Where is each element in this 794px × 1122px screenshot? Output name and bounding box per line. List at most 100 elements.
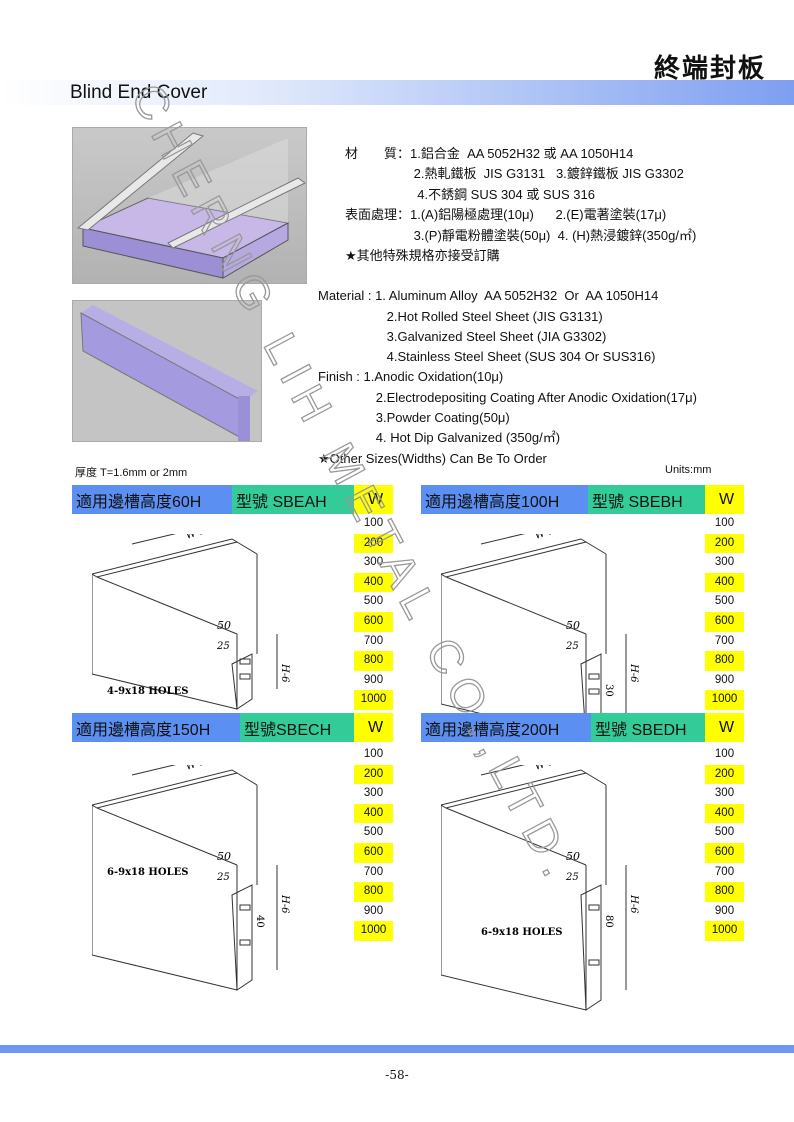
width-value: 700 bbox=[714, 865, 735, 878]
page-title-en: Blind End Cover bbox=[70, 82, 208, 103]
width-list: 100 200 300 400 500 600 700 800 900 1000 bbox=[705, 514, 744, 710]
dim-25: 25 bbox=[565, 872, 579, 883]
w-header: W bbox=[705, 485, 744, 514]
dim-pitch: 30 bbox=[603, 684, 614, 697]
dim-50: 50 bbox=[217, 850, 231, 863]
spec-line: 表面處理：1.(A)鋁陽極處理(10μ) 2.(E)電著塗裝(17μ) bbox=[345, 207, 667, 222]
dim-25: 25 bbox=[216, 641, 230, 652]
model-label: 型號 SBEAH bbox=[232, 485, 354, 514]
width-value: 300 bbox=[363, 787, 384, 800]
width-value: 700 bbox=[363, 865, 384, 878]
section-header: 適用邊槽高度150H 型號SBECH W bbox=[72, 713, 393, 742]
w-header: W bbox=[354, 713, 393, 742]
width-value: 400 bbox=[354, 803, 393, 824]
width-list: 100 200 300 400 500 600 700 800 900 1000 bbox=[354, 745, 393, 941]
w-header: W bbox=[354, 485, 393, 514]
width-value: 500 bbox=[363, 826, 384, 839]
model-label: 型號 SBEBH bbox=[588, 485, 705, 514]
spec-en: Material : 1. Aluminum Alloy AA 5052H32 … bbox=[318, 266, 697, 469]
width-value: 900 bbox=[363, 673, 384, 686]
drawing: W-6 50 25 H-6 40 6-9x18 HOLES bbox=[92, 765, 290, 991]
section-header: 適用邊槽高度100H 型號 SBEBH W bbox=[421, 485, 744, 514]
dim-width: W-6 bbox=[185, 765, 207, 773]
dim-height: H-6 bbox=[628, 894, 639, 914]
holes-label: 6-9x18 HOLES bbox=[481, 927, 562, 938]
product-photo-top bbox=[72, 127, 307, 284]
dim-50: 50 bbox=[566, 850, 580, 863]
spec-line: 4.Stainless Steel Sheet (SUS 304 Or SUS3… bbox=[318, 349, 656, 365]
width-value: 200 bbox=[705, 764, 744, 785]
width-value: 900 bbox=[714, 673, 735, 686]
width-value: 400 bbox=[354, 572, 393, 593]
width-value: 300 bbox=[714, 787, 735, 800]
dim-25: 25 bbox=[565, 641, 579, 652]
width-value: 500 bbox=[714, 826, 735, 839]
width-value: 1000 bbox=[705, 690, 744, 710]
spec-line: 2.熱軋鐵板 JIS G3131 3.鍍鋅鐵板 JIS G3302 bbox=[345, 166, 684, 181]
dim-height: H-6 bbox=[279, 894, 290, 914]
width-value: 700 bbox=[363, 634, 384, 647]
spec-line: 2.Hot Rolled Steel Sheet (JIS G3131) bbox=[318, 308, 603, 324]
width-value: 100 bbox=[714, 748, 735, 760]
width-value: 300 bbox=[363, 556, 384, 569]
width-value: 400 bbox=[705, 803, 744, 824]
width-value: 500 bbox=[363, 595, 384, 608]
width-value: 600 bbox=[705, 611, 744, 632]
dim-50: 50 bbox=[217, 619, 231, 632]
spec-line: 材 質：1.鋁合金 AA 5052H32 或 AA 1050H14 bbox=[345, 145, 634, 161]
width-value: 800 bbox=[354, 882, 393, 902]
dim-pitch: 40 bbox=[254, 915, 265, 928]
groove-height-label: 適用邊槽高度100H bbox=[421, 485, 588, 514]
width-value: 300 bbox=[714, 556, 735, 569]
groove-height-label: 適用邊槽高度200H bbox=[421, 713, 591, 742]
width-value: 800 bbox=[705, 882, 744, 902]
width-value: 600 bbox=[354, 842, 393, 863]
width-value: 500 bbox=[714, 595, 735, 608]
width-value: 200 bbox=[705, 533, 744, 554]
groove-height-label: 適用邊槽高度150H bbox=[72, 713, 240, 742]
dim-height: H-6 bbox=[628, 663, 639, 683]
width-value: 600 bbox=[705, 842, 744, 863]
dim-25: 25 bbox=[216, 872, 230, 883]
width-value: 800 bbox=[354, 651, 393, 671]
width-value: 1000 bbox=[705, 921, 744, 941]
width-value: 800 bbox=[705, 651, 744, 671]
groove-height-label: 適用邊槽高度60H bbox=[72, 485, 232, 514]
page-title-cn: 終端封板 bbox=[653, 53, 766, 83]
spec-line: 4. Hot Dip Galvanized (350g/㎡) bbox=[318, 430, 561, 446]
page-number: -58- bbox=[385, 1068, 409, 1082]
w-header: W bbox=[705, 713, 744, 742]
width-value: 900 bbox=[714, 904, 735, 917]
spec-line: ★Other Sizes(Widths) Can Be To Order bbox=[318, 450, 547, 466]
spec-line: 2.Electrodepositing Coating After Anodic… bbox=[318, 389, 697, 405]
dim-pitch: 80 bbox=[603, 915, 614, 928]
holes-label: 4-9x18 HOLES bbox=[107, 686, 188, 697]
spec-line: 3.Galvanized Steel Sheet (JIA G3302) bbox=[318, 328, 607, 344]
spec-line: Material : 1. Aluminum Alloy AA 5052H32 … bbox=[318, 288, 659, 304]
spec-line: ★其他特殊規格亦接受訂購 bbox=[345, 248, 500, 263]
product-photo-bottom bbox=[72, 300, 262, 442]
width-value: 200 bbox=[354, 764, 393, 785]
width-value: 700 bbox=[714, 634, 735, 647]
spec-line: Finish : 1.Anodic Oxidation(10μ) bbox=[318, 369, 504, 385]
width-value: 900 bbox=[363, 904, 384, 917]
spec-line: 4.不銹鋼 SUS 304 或 SUS 316 bbox=[345, 186, 595, 202]
drawing: W-6 50 25 H-6 80 6-9x18 HOLES bbox=[441, 765, 639, 1011]
width-value: 1000 bbox=[354, 921, 393, 941]
width-value: 100 bbox=[363, 517, 384, 529]
header-bar bbox=[0, 80, 794, 105]
section-header: 適用邊槽高度60H 型號 SBEAH W bbox=[72, 485, 393, 514]
width-value: 100 bbox=[363, 748, 384, 760]
width-value: 200 bbox=[354, 533, 393, 554]
spec-line: 3.Powder Coating(50μ) bbox=[318, 410, 510, 426]
model-label: 型號SBECH bbox=[240, 713, 354, 742]
width-value: 1000 bbox=[354, 690, 393, 710]
dim-height: H-6 bbox=[279, 663, 290, 683]
units-note: Units:mm bbox=[665, 464, 712, 476]
dim-width: W-6 bbox=[185, 534, 207, 542]
dim-50: 50 bbox=[566, 619, 580, 632]
width-value: 400 bbox=[705, 572, 744, 593]
dim-width: W-6 bbox=[534, 534, 556, 542]
width-value: 100 bbox=[714, 517, 735, 529]
holes-label: 6-9x18 HOLES bbox=[107, 867, 188, 878]
